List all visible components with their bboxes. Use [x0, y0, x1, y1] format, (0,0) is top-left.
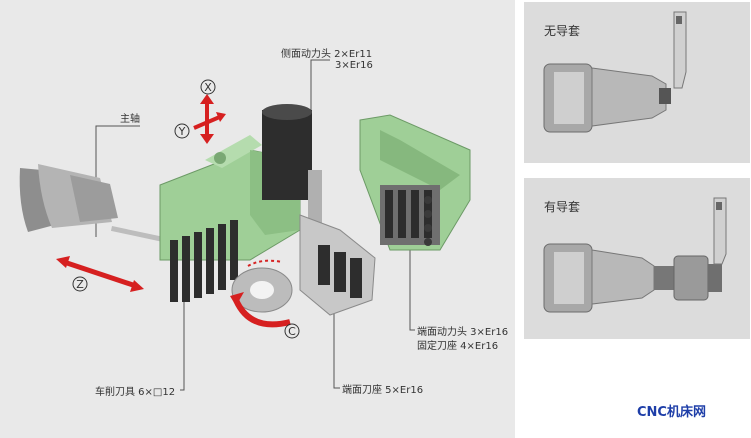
- z-axis-label: Z: [76, 278, 84, 291]
- turning-tool-stack: [170, 220, 238, 302]
- with-guide-bushing-illustration: [543, 197, 727, 313]
- spindle-label: 主轴: [120, 114, 140, 125]
- brand-logo-text: CNC机床网: [637, 405, 706, 420]
- end-live-head-block: [359, 114, 471, 251]
- x-axis-marker: [200, 79, 216, 95]
- end-tool-holder: [299, 214, 376, 316]
- y-axis-label: Y: [178, 125, 186, 138]
- no-guide-bushing-title: 无导套: [544, 24, 581, 38]
- machine-illustration: X Y Z C: [19, 59, 471, 391]
- side-live-head-label-2: 3×Er16: [335, 60, 373, 71]
- no-guide-bushing-panel: 无导套: [524, 2, 750, 163]
- z-axis-arrow: Z: [56, 256, 144, 292]
- y-axis-marker: [174, 123, 190, 139]
- c-axis-marker: [284, 323, 300, 339]
- rotary-head: [230, 259, 293, 328]
- with-guide-bushing-title: 有导套: [544, 200, 581, 214]
- x-axis-label: X: [204, 81, 212, 94]
- main-diagram-panel: X Y Z C 主轴 侧面动力头 2×Er11 3×Er16 车削刀具 6×□1…: [0, 0, 515, 438]
- end-live-head-label: 端面动力头 3×Er16: [417, 327, 509, 338]
- turning-tools-label: 车削刀具 6×□12: [95, 387, 176, 398]
- spindle-illustration: [19, 164, 163, 242]
- motor: [262, 104, 322, 230]
- xy-axis-arrows: X Y: [174, 79, 226, 144]
- with-guide-bushing-panel: 有导套: [524, 178, 750, 339]
- end-tool-holder-label: 端面刀座 5×Er16: [342, 385, 424, 396]
- fixed-tool-holder-label: 固定刀座 4×Er16: [417, 341, 499, 352]
- no-guide-bushing-illustration: [543, 11, 687, 133]
- side-live-head-label: 侧面动力头 2×Er11: [281, 49, 373, 60]
- c-axis-marker-group: C: [284, 323, 300, 339]
- z-axis-marker: [72, 276, 88, 292]
- c-axis-label: C: [288, 325, 296, 338]
